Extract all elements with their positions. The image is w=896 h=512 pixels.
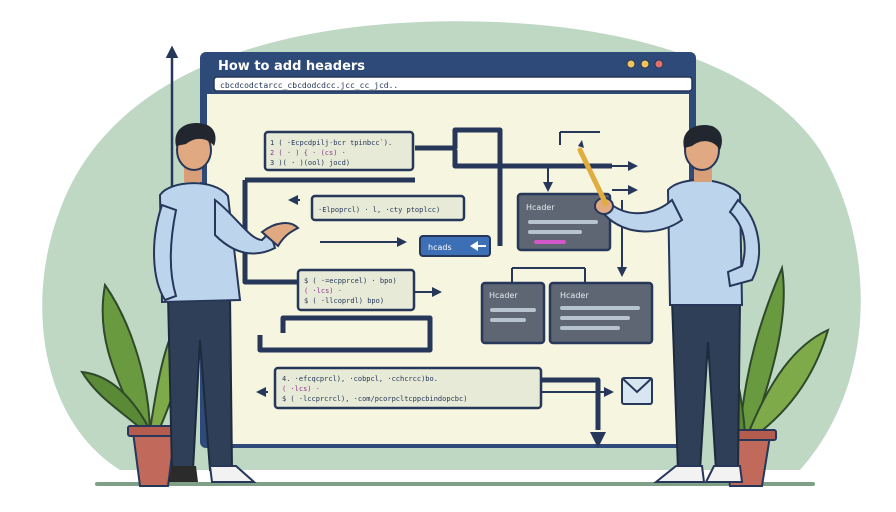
address-text: cbcdcodctarcc_cbcdodcdcc.jcc_cc_jcd.. — [220, 81, 398, 90]
address-bar[interactable] — [213, 76, 693, 92]
code-line: 1 ( ·Ecpcdpilj·bcr tpinbcc`). — [270, 139, 392, 147]
arrow-left-icon — [470, 241, 486, 251]
window-title: How to add headers — [218, 59, 365, 74]
header-card-1: Hcader — [516, 192, 612, 252]
code-line: $ ( ·llcoprdl) bpo) — [304, 297, 384, 305]
code-box-1: 1 ( ·Ecpcdpilj·bcr tpinbcc`). 2 ( · ) { … — [263, 130, 415, 172]
code-box-4: 4. ·efcqcprcl), ·cobpcl, ·cchcrcc)bo. ( … — [273, 366, 543, 410]
header-card-label: Hcader — [526, 203, 555, 212]
code-line: ·Elpoprcl) · l, ·cty ptoplcc) — [318, 206, 440, 214]
left-person — [153, 122, 300, 483]
code-line: ( ·lcs) · — [282, 385, 320, 393]
header-card-label: Hcader — [489, 291, 518, 300]
code-line: 2 ( · ) { · (cs) · — [270, 149, 346, 157]
flow-connectors — [242, 127, 612, 430]
code-line: $ ( ·lccprcrcl), ·com/pcorpcltcppcbindop… — [282, 395, 467, 403]
envelope-icon[interactable] — [621, 377, 653, 405]
header-card-2: Hcader — [480, 281, 546, 345]
right-person — [577, 124, 761, 483]
code-box-3: $ ( ·=ecpprcel) · bpo) ( ·lcs) · $ ( ·ll… — [296, 268, 416, 312]
code-line: $ ( ·=ecpprcel) · bpo) — [304, 277, 397, 285]
code-line: 3 )( · )(ool) jocd) — [270, 159, 350, 167]
code-line: 4. ·efcqcprcl), ·cobpcl, ·cchcrcc)bo. — [282, 375, 438, 383]
close-dot-icon[interactable] — [654, 59, 664, 69]
header-card-3: Hcader — [548, 281, 654, 345]
minimize-dot-icon[interactable] — [626, 59, 636, 69]
pencil-icon — [577, 140, 609, 207]
headers-button-label: hcads — [428, 243, 452, 252]
code-box-2: ·Elpoprcl) · l, ·cty ptoplcc) — [310, 194, 466, 222]
headers-button[interactable]: hcads — [419, 235, 491, 257]
flow-arrows — [256, 131, 638, 397]
header-card-label: Hcader — [560, 291, 589, 300]
maximize-dot-icon[interactable] — [640, 59, 650, 69]
floor-line — [95, 482, 815, 486]
big-down-arrow — [590, 432, 606, 448]
code-line: ( ·lcs) · — [304, 287, 342, 295]
